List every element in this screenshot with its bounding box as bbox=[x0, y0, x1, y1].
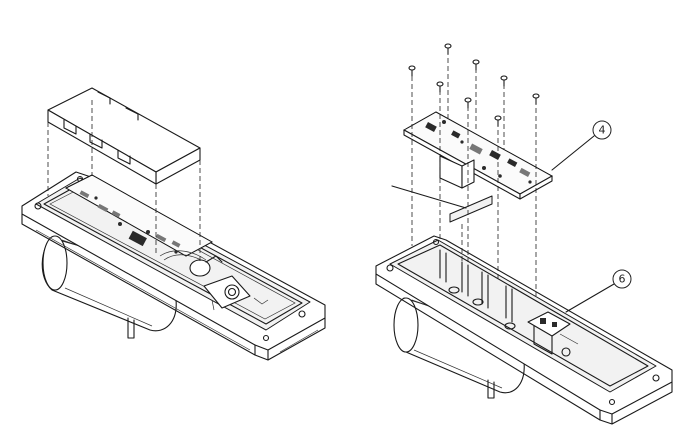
right-cylinder-mount bbox=[393, 297, 525, 399]
left-sensor-components bbox=[189, 255, 269, 311]
right-housing-tray bbox=[375, 235, 673, 425]
callout-6-label: 6 bbox=[619, 273, 626, 286]
callout-4-label: 4 bbox=[599, 124, 606, 137]
callout-4: 4 bbox=[551, 120, 612, 171]
left-cover-exploded bbox=[47, 87, 201, 185]
left-alignment-lines bbox=[47, 100, 201, 262]
left-assembly bbox=[21, 87, 326, 361]
right-circuit-board-exploded bbox=[402, 111, 554, 200]
right-thermal-strip bbox=[391, 185, 493, 223]
screw-icon bbox=[408, 65, 416, 77]
screw-icon bbox=[436, 81, 444, 93]
right-screws bbox=[408, 43, 540, 127]
right-alignment-lines bbox=[411, 50, 537, 296]
right-assembly bbox=[375, 43, 673, 425]
callout-6: 6 bbox=[565, 269, 632, 313]
